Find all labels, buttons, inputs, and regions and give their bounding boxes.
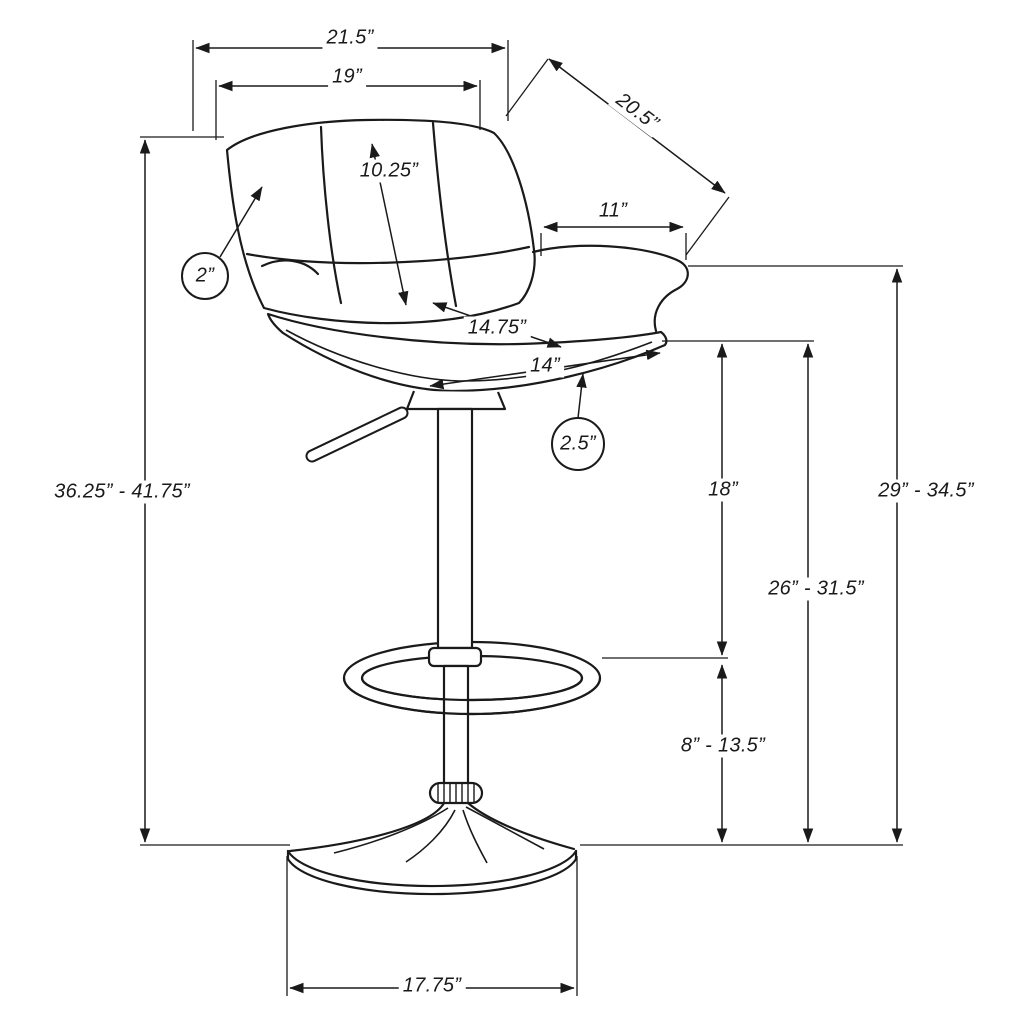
stool-drawing: [225, 118, 689, 896]
lever-fill: [307, 408, 407, 461]
backrest-seam-vertical-left: [319, 125, 343, 305]
column-lower: [442, 664, 470, 786]
dim-label-back-height: 10.25”: [355, 159, 423, 183]
dim-label-armrest-length: 11”: [594, 199, 632, 223]
dim-label-overall-height: 36.25” - 41.75”: [50, 480, 194, 504]
base-flare-left: [288, 801, 446, 853]
dim-label-floor-to-footrest: 8” - 13.5”: [676, 734, 770, 758]
callout-circle-seat-thickness: [551, 417, 605, 471]
dim-label-base-diameter: 17.75”: [398, 974, 466, 998]
extension-lines: [140, 40, 903, 996]
dim-label-seat-depth: 14.75”: [463, 316, 531, 340]
dim-label-seat-to-footrest: 18”: [704, 478, 742, 502]
gas-lift-lever: [305, 406, 409, 463]
leader-back-thickness: [219, 186, 263, 258]
base: [286, 781, 578, 896]
footrest-front-outer-arc: [342, 676, 602, 716]
leader-callouts: [181, 186, 605, 471]
backrest: [225, 118, 536, 325]
dim-label-floor-to-armrest: 29” - 34.5”: [874, 479, 978, 503]
seat-mount-plate: [405, 390, 507, 411]
pedestal-column: [427, 407, 483, 786]
base-rim-top: [286, 849, 578, 888]
footrest-ring-front: [342, 676, 602, 716]
base-rim-bottom: [286, 857, 578, 896]
base-creases: [333, 806, 545, 864]
dim-label-seat-width: 14”: [526, 354, 564, 378]
dim-label-floor-to-seat: 26” - 31.5”: [764, 577, 868, 601]
knurl-ticks: [437, 783, 475, 803]
column-upper: [436, 407, 474, 650]
footrest-front-inner-arc: [360, 676, 584, 702]
base-flare-right: [466, 801, 576, 851]
armrest-right: [531, 244, 689, 333]
dim-label-seat-thickness: 2.5”: [560, 432, 596, 455]
backrest-seam-vertical-right: [431, 121, 458, 308]
column-collar: [427, 646, 483, 668]
dim-label-back-thickness: 2”: [195, 264, 215, 287]
backrest-shell: [225, 118, 536, 325]
callout-circle-back-thickness: [181, 252, 229, 300]
leader-seat-thickness: [576, 373, 587, 419]
dim-label-overall-width: 21.5”: [322, 26, 378, 50]
armrest-left: [260, 259, 320, 276]
dim-label-back-width: 19”: [328, 65, 366, 89]
